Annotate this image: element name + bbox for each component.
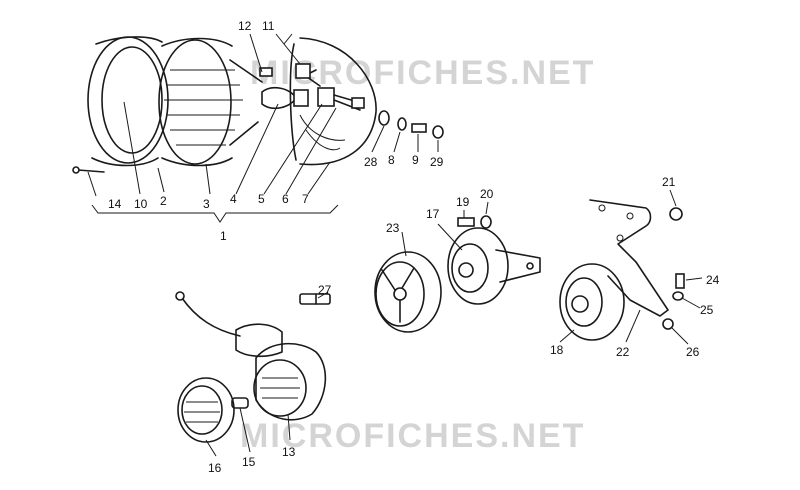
horn-left (447, 227, 541, 305)
headlamp-assembly (72, 36, 444, 223)
callout-9: 9 (412, 153, 419, 167)
headlamp-fixings (378, 110, 444, 139)
callout-18: 18 (550, 343, 564, 357)
callout-24: 24 (706, 273, 720, 287)
headlamp-lens (158, 37, 263, 167)
callout-28: 28 (364, 155, 378, 169)
callout-23: 23 (386, 221, 400, 235)
callout-labels: 1 2 3 4 5 6 7 8 9 10 11 12 13 14 15 16 1… (108, 19, 720, 475)
callout-12: 12 (238, 19, 252, 33)
headlamp-bulb (261, 86, 309, 110)
horn-grille (374, 251, 442, 333)
callout-20: 20 (480, 187, 494, 201)
headlamp-rim (87, 36, 169, 167)
indicator-screw (299, 293, 331, 305)
callout-7: 7 (302, 192, 309, 206)
callout-16: 16 (208, 461, 222, 475)
callout-25: 25 (700, 303, 714, 317)
horn-assembly (374, 199, 685, 341)
wire-terminal (175, 291, 185, 301)
indicator-body (253, 342, 327, 421)
parking-lamp-holder (259, 63, 311, 79)
callout-14: 14 (108, 197, 122, 211)
callout-11: 11 (262, 19, 275, 33)
callout-4: 4 (230, 192, 237, 206)
horn-right (559, 263, 625, 341)
indicator-stem (235, 323, 283, 358)
callout-26: 26 (686, 345, 700, 359)
horn-bracket (589, 199, 669, 317)
callout-22: 22 (616, 345, 630, 359)
headlamp-connector (299, 69, 365, 111)
callout-5: 5 (258, 192, 265, 206)
callout-6: 6 (282, 192, 289, 206)
callout-27: 27 (318, 283, 332, 297)
indicator-lens (177, 377, 235, 443)
assembly-bracket (91, 204, 339, 223)
horn-fixings (457, 207, 685, 330)
callout-2: 2 (160, 194, 167, 208)
callout-8: 8 (388, 153, 395, 167)
rim-screw (72, 166, 105, 174)
indicator-assembly (175, 291, 331, 443)
callout-3: 3 (203, 197, 210, 211)
indicator-wire (181, 297, 241, 337)
callout-29: 29 (430, 155, 444, 169)
callout-13: 13 (282, 445, 296, 459)
watermark-bottom: MICROFICHES.NET (240, 417, 585, 455)
callout-17: 17 (426, 207, 440, 221)
callout-15: 15 (242, 455, 256, 469)
callout-21: 21 (662, 175, 676, 189)
callout-19: 19 (456, 195, 470, 209)
headlamp-housing (289, 37, 377, 166)
callout-1: 1 (220, 229, 227, 243)
leader-lines (87, 33, 703, 457)
callout-10: 10 (134, 197, 148, 211)
